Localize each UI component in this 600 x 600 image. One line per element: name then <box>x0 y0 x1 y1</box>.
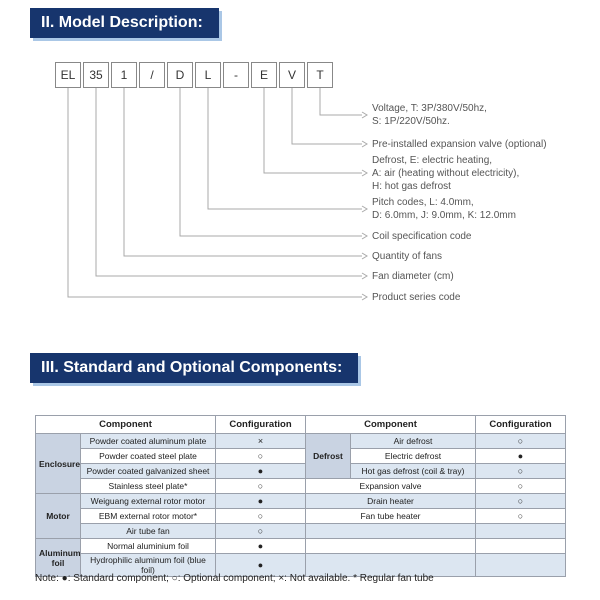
components-table: Component Configuration Component Config… <box>35 415 566 577</box>
model-code-box: 35 <box>83 62 109 88</box>
label-voltage: Voltage, T: 3P/380V/50hz, S: 1P/220V/50h… <box>372 103 487 127</box>
arrow-icon <box>361 205 368 213</box>
arrow-icon <box>361 272 368 280</box>
connector-line <box>319 88 362 116</box>
config-cell: ● <box>475 448 566 464</box>
connector-lines <box>67 88 368 301</box>
group-cell-defrost: Defrost <box>305 433 351 479</box>
label-fan-diameter: Fan diameter (cm) <box>372 271 454 282</box>
config-cell: ● <box>215 538 306 554</box>
component-cell: Drain heater <box>305 493 476 509</box>
group-cell-motor: Motor <box>35 493 81 539</box>
config-cell: × <box>215 433 306 449</box>
component-cell-empty <box>305 523 476 539</box>
component-cell: Normal aluminium foil <box>80 538 216 554</box>
connector-line <box>67 88 362 298</box>
table-row: Powder coated steel plate ○ Electric def… <box>36 448 566 464</box>
model-code-box: / <box>139 62 165 88</box>
table-row: Air tube fan ○ <box>36 523 566 539</box>
config-cell: ○ <box>475 478 566 494</box>
model-code-box: L <box>195 62 221 88</box>
component-cell-empty <box>305 553 476 577</box>
arrow-icon <box>361 140 368 148</box>
label-pitch-codes: Pitch codes, L: 4.0mm, D: 6.0mm, J: 9.0m… <box>372 197 516 221</box>
model-code-box: T <box>307 62 333 88</box>
config-cell: ○ <box>475 463 566 479</box>
component-cell: Powder coated steel plate <box>80 448 216 464</box>
model-code-box: V <box>279 62 305 88</box>
component-cell: Expansion valve <box>305 478 476 494</box>
component-cell: Weiguang external rotor motor <box>80 493 216 509</box>
label-coil-spec: Coil specification code <box>372 231 472 242</box>
group-cell-enclosure: Enclosure <box>35 433 81 494</box>
header-cell: Component <box>35 415 216 434</box>
connector-line <box>95 88 362 277</box>
label-series-code: Product series code <box>372 292 461 303</box>
config-cell: ○ <box>215 508 306 524</box>
table-row: EBM external rotor motor* ○ Fan tube hea… <box>36 508 566 524</box>
arrow-icon <box>361 169 368 177</box>
table-row: Hydrophilic aluminum foil (blue foil) ● <box>36 553 566 577</box>
config-cell: ○ <box>215 448 306 464</box>
section-iii-header: III. Standard and Optional Components: <box>30 353 359 383</box>
component-cell: Electric defrost <box>350 448 476 464</box>
header-cell: Configuration <box>215 415 306 434</box>
table-row: Aluminum foil Normal aluminium foil ● <box>35 538 566 577</box>
config-cell-empty <box>475 553 566 577</box>
arrow-icon <box>361 232 368 240</box>
connector-line <box>179 88 362 237</box>
component-cell: Hot gas defrost (coil & tray) <box>350 463 476 479</box>
arrow-icon <box>361 293 368 301</box>
config-cell-empty <box>475 523 566 539</box>
component-cell-empty <box>305 538 476 554</box>
section-ii-header: II. Model Description: <box>30 8 219 38</box>
table-header-row: Component Configuration Component Config… <box>35 415 566 434</box>
component-cell: Air tube fan <box>80 523 216 539</box>
group-cell-aluminum-foil: Aluminum foil <box>35 538 81 577</box>
model-code-row: EL 35 1 / D L - E V T <box>55 62 333 88</box>
model-code-box: 1 <box>111 62 137 88</box>
note-text: Note: ●: Standard component; ○: Optional… <box>35 573 434 584</box>
table-row: Motor Weiguang external rotor motor ● Dr… <box>35 493 566 539</box>
header-cell: Component <box>305 415 476 434</box>
component-cell: Stainless steel plate* <box>80 478 216 494</box>
config-cell-empty <box>475 538 566 554</box>
table-row: Enclosure Powder coated aluminum plate ×… <box>35 433 566 494</box>
config-cell: ○ <box>475 433 566 449</box>
config-cell: ● <box>215 553 306 577</box>
model-description-diagram: EL 35 1 / D L - E V T Voltage <box>0 50 600 353</box>
connector-line <box>263 88 362 174</box>
component-cell: Powder coated galvanized sheet <box>80 463 216 479</box>
model-code-box: EL <box>55 62 81 88</box>
label-expansion-valve: Pre-installed expansion valve (optional) <box>372 139 547 150</box>
config-cell: ○ <box>475 508 566 524</box>
connector-line <box>123 88 362 257</box>
model-code-box: D <box>167 62 193 88</box>
model-code-box: E <box>251 62 277 88</box>
label-fan-quantity: Quantity of fans <box>372 251 443 262</box>
connector-line <box>291 88 362 145</box>
component-cell: Powder coated aluminum plate <box>80 433 216 449</box>
table-row: Stainless steel plate* ○ Expansion valve… <box>36 478 566 494</box>
component-cell: Air defrost <box>350 433 476 449</box>
table-row: Powder coated galvanized sheet ● Hot gas… <box>36 463 566 479</box>
header-cell: Configuration <box>475 415 566 434</box>
connector-line <box>207 88 362 210</box>
label-defrost: Defrost, E: electric heating, A: air (he… <box>372 155 520 192</box>
config-cell: ● <box>215 493 306 509</box>
arrow-icon <box>361 111 368 119</box>
config-cell: ○ <box>215 523 306 539</box>
model-code-box: - <box>223 62 249 88</box>
config-cell: ● <box>215 463 306 479</box>
component-cell: Fan tube heater <box>305 508 476 524</box>
component-cell: EBM external rotor motor* <box>80 508 216 524</box>
arrow-icon <box>361 252 368 260</box>
config-cell: ○ <box>215 478 306 494</box>
config-cell: ○ <box>475 493 566 509</box>
component-cell: Hydrophilic aluminum foil (blue foil) <box>80 553 216 577</box>
